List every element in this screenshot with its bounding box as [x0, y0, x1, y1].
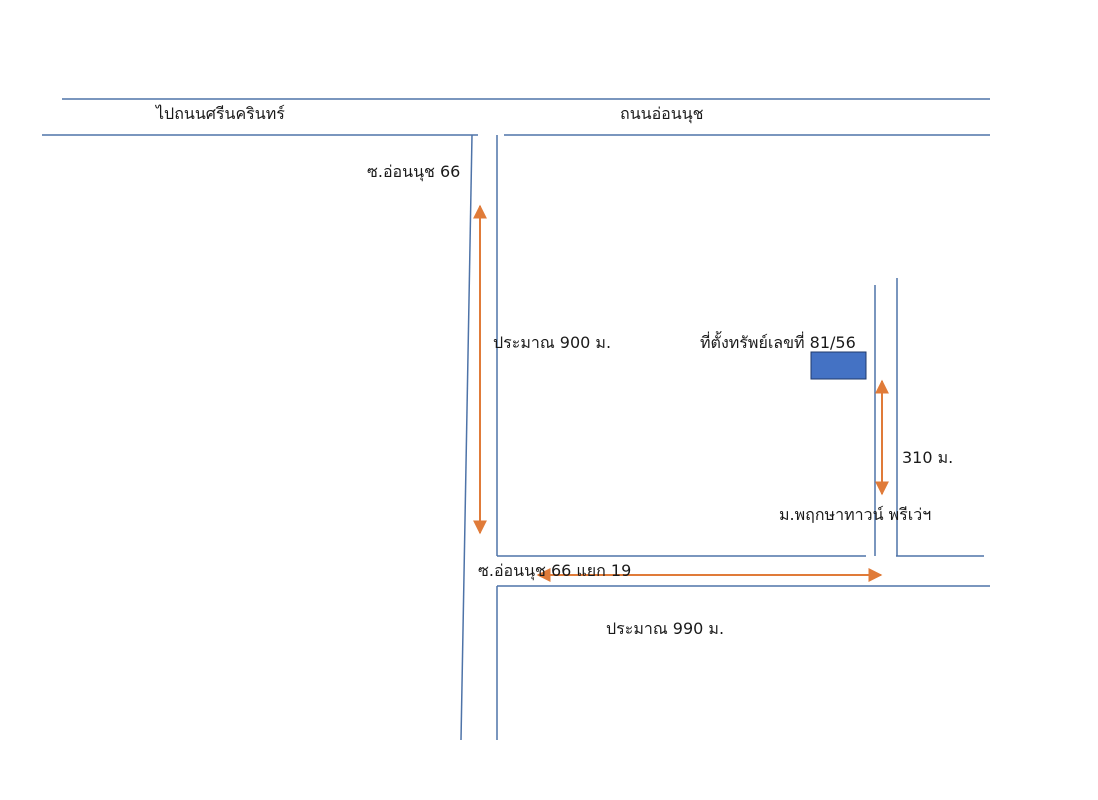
- distance-310-label: 310 ม.: [902, 448, 954, 467]
- on-nut-road: [42, 98, 990, 136]
- village-name-label: ม.พฤกษาทาวน์ พรีเว่ฯ: [779, 505, 932, 524]
- soi-on-nut-66-junction-19-road: [497, 555, 990, 587]
- soi-on-nut-66-label: ซ.อ่อนนุช 66: [367, 162, 461, 181]
- property-marker: [810, 351, 867, 380]
- on-nut-road-label: ถนนอ่อนนุช: [620, 104, 704, 123]
- distance-990-label: ประมาณ 990 ม.: [606, 619, 725, 638]
- soi-on-nut-66-road: [460, 134, 498, 741]
- to-srinagarindra-label: ไปถนนศรีนครินทร์: [156, 104, 285, 123]
- soi-on-nut-66-junction-19-label: ซ.อ่อนนุช 66 แยก 19: [478, 561, 632, 580]
- distance-900-label: ประมาณ 900 ม.: [493, 333, 612, 352]
- property-location-label: ที่ตั้งทรัพย์เลขที่ 81/56: [700, 333, 856, 352]
